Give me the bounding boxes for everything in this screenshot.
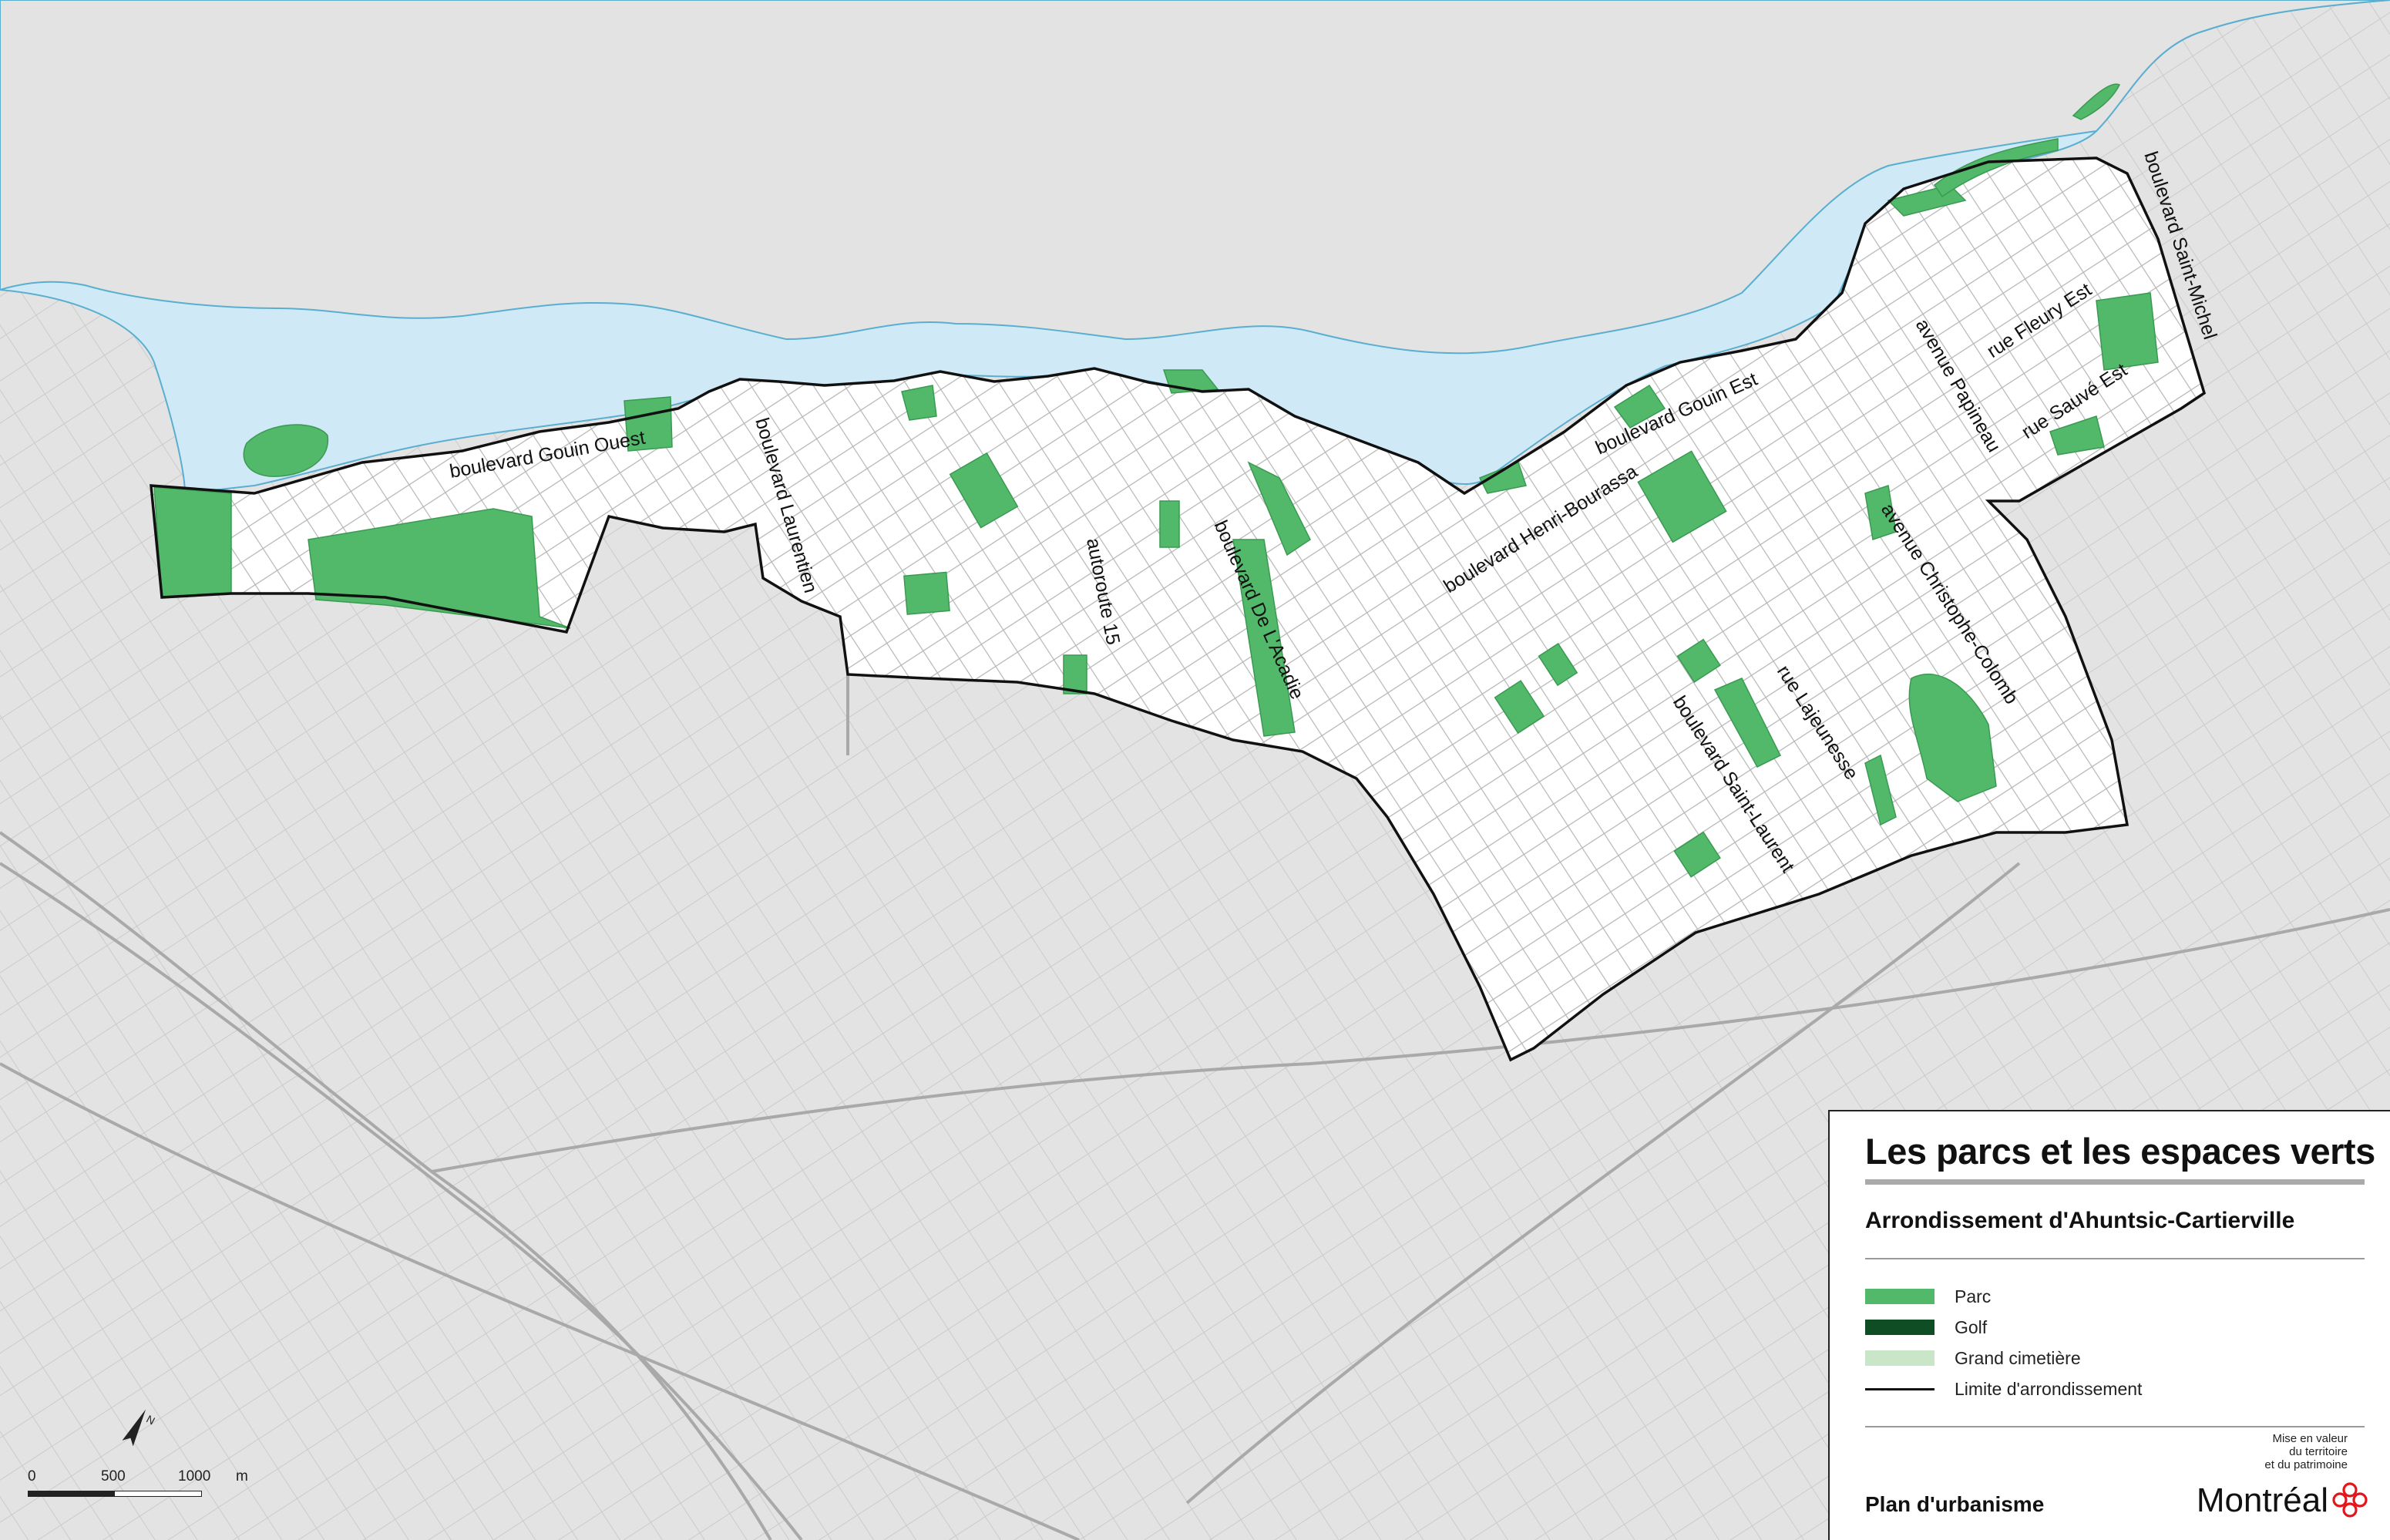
scale-tick-500: 500: [101, 1468, 126, 1485]
brand-tagline-line: et du patrimoine: [2264, 1458, 2348, 1471]
legend-label: Parc: [1955, 1286, 1992, 1306]
scale-tick-1000: 1000: [178, 1468, 211, 1485]
swatch-cimetiere: [1865, 1350, 1935, 1366]
legend-title: Les parcs et les espaces verts: [1865, 1131, 2375, 1172]
north-shore: [0, 0, 2390, 355]
legend-item-parc: Parc: [1865, 1285, 1991, 1308]
legend-item-golf: Golf: [1865, 1316, 1987, 1339]
swatch-limite: [1865, 1387, 1935, 1390]
park-west-end: [153, 486, 232, 598]
brand-tagline-line: du territoire: [2289, 1445, 2348, 1458]
title-rule: [1865, 1179, 2365, 1185]
park-island-east: [2072, 83, 2121, 120]
park-island-west: [243, 424, 329, 477]
scale-unit: m: [236, 1468, 248, 1485]
scale-bar-graphic: [28, 1491, 202, 1497]
scale-tick-0: 0: [28, 1468, 36, 1485]
parks-layer: [153, 83, 2159, 878]
legend-label: Golf: [1955, 1316, 1988, 1337]
divider: [1865, 1258, 2365, 1259]
legend-item-limite: Limite d'arrondissement: [1865, 1377, 2142, 1400]
montreal-logo: Montréal: [2196, 1481, 2328, 1519]
park-bois-de-saraguay: [308, 508, 571, 629]
legend-item-cimetiere: Grand cimetière: [1865, 1347, 2081, 1370]
legend-label: Limite d'arrondissement: [1955, 1378, 2143, 1399]
brand-tagline-line: Mise en valeur: [2272, 1432, 2348, 1445]
swatch-golf: [1865, 1320, 1935, 1335]
brand-tagline: Mise en valeur du territoire et du patri…: [2264, 1432, 2348, 1471]
montreal-rosette-icon: [2332, 1482, 2368, 1518]
legend-panel: Les parcs et les espaces verts Arrondiss…: [1828, 1110, 2390, 1540]
legend-subtitle: Arrondissement d'Ahuntsic-Cartierville: [1865, 1208, 2295, 1233]
district-boundary: [150, 156, 2207, 1062]
divider: [1865, 1426, 2365, 1427]
plan-label: Plan d'urbanisme: [1865, 1492, 2045, 1516]
swatch-parc: [1865, 1289, 1935, 1304]
legend-label: Grand cimetière: [1955, 1347, 2081, 1368]
